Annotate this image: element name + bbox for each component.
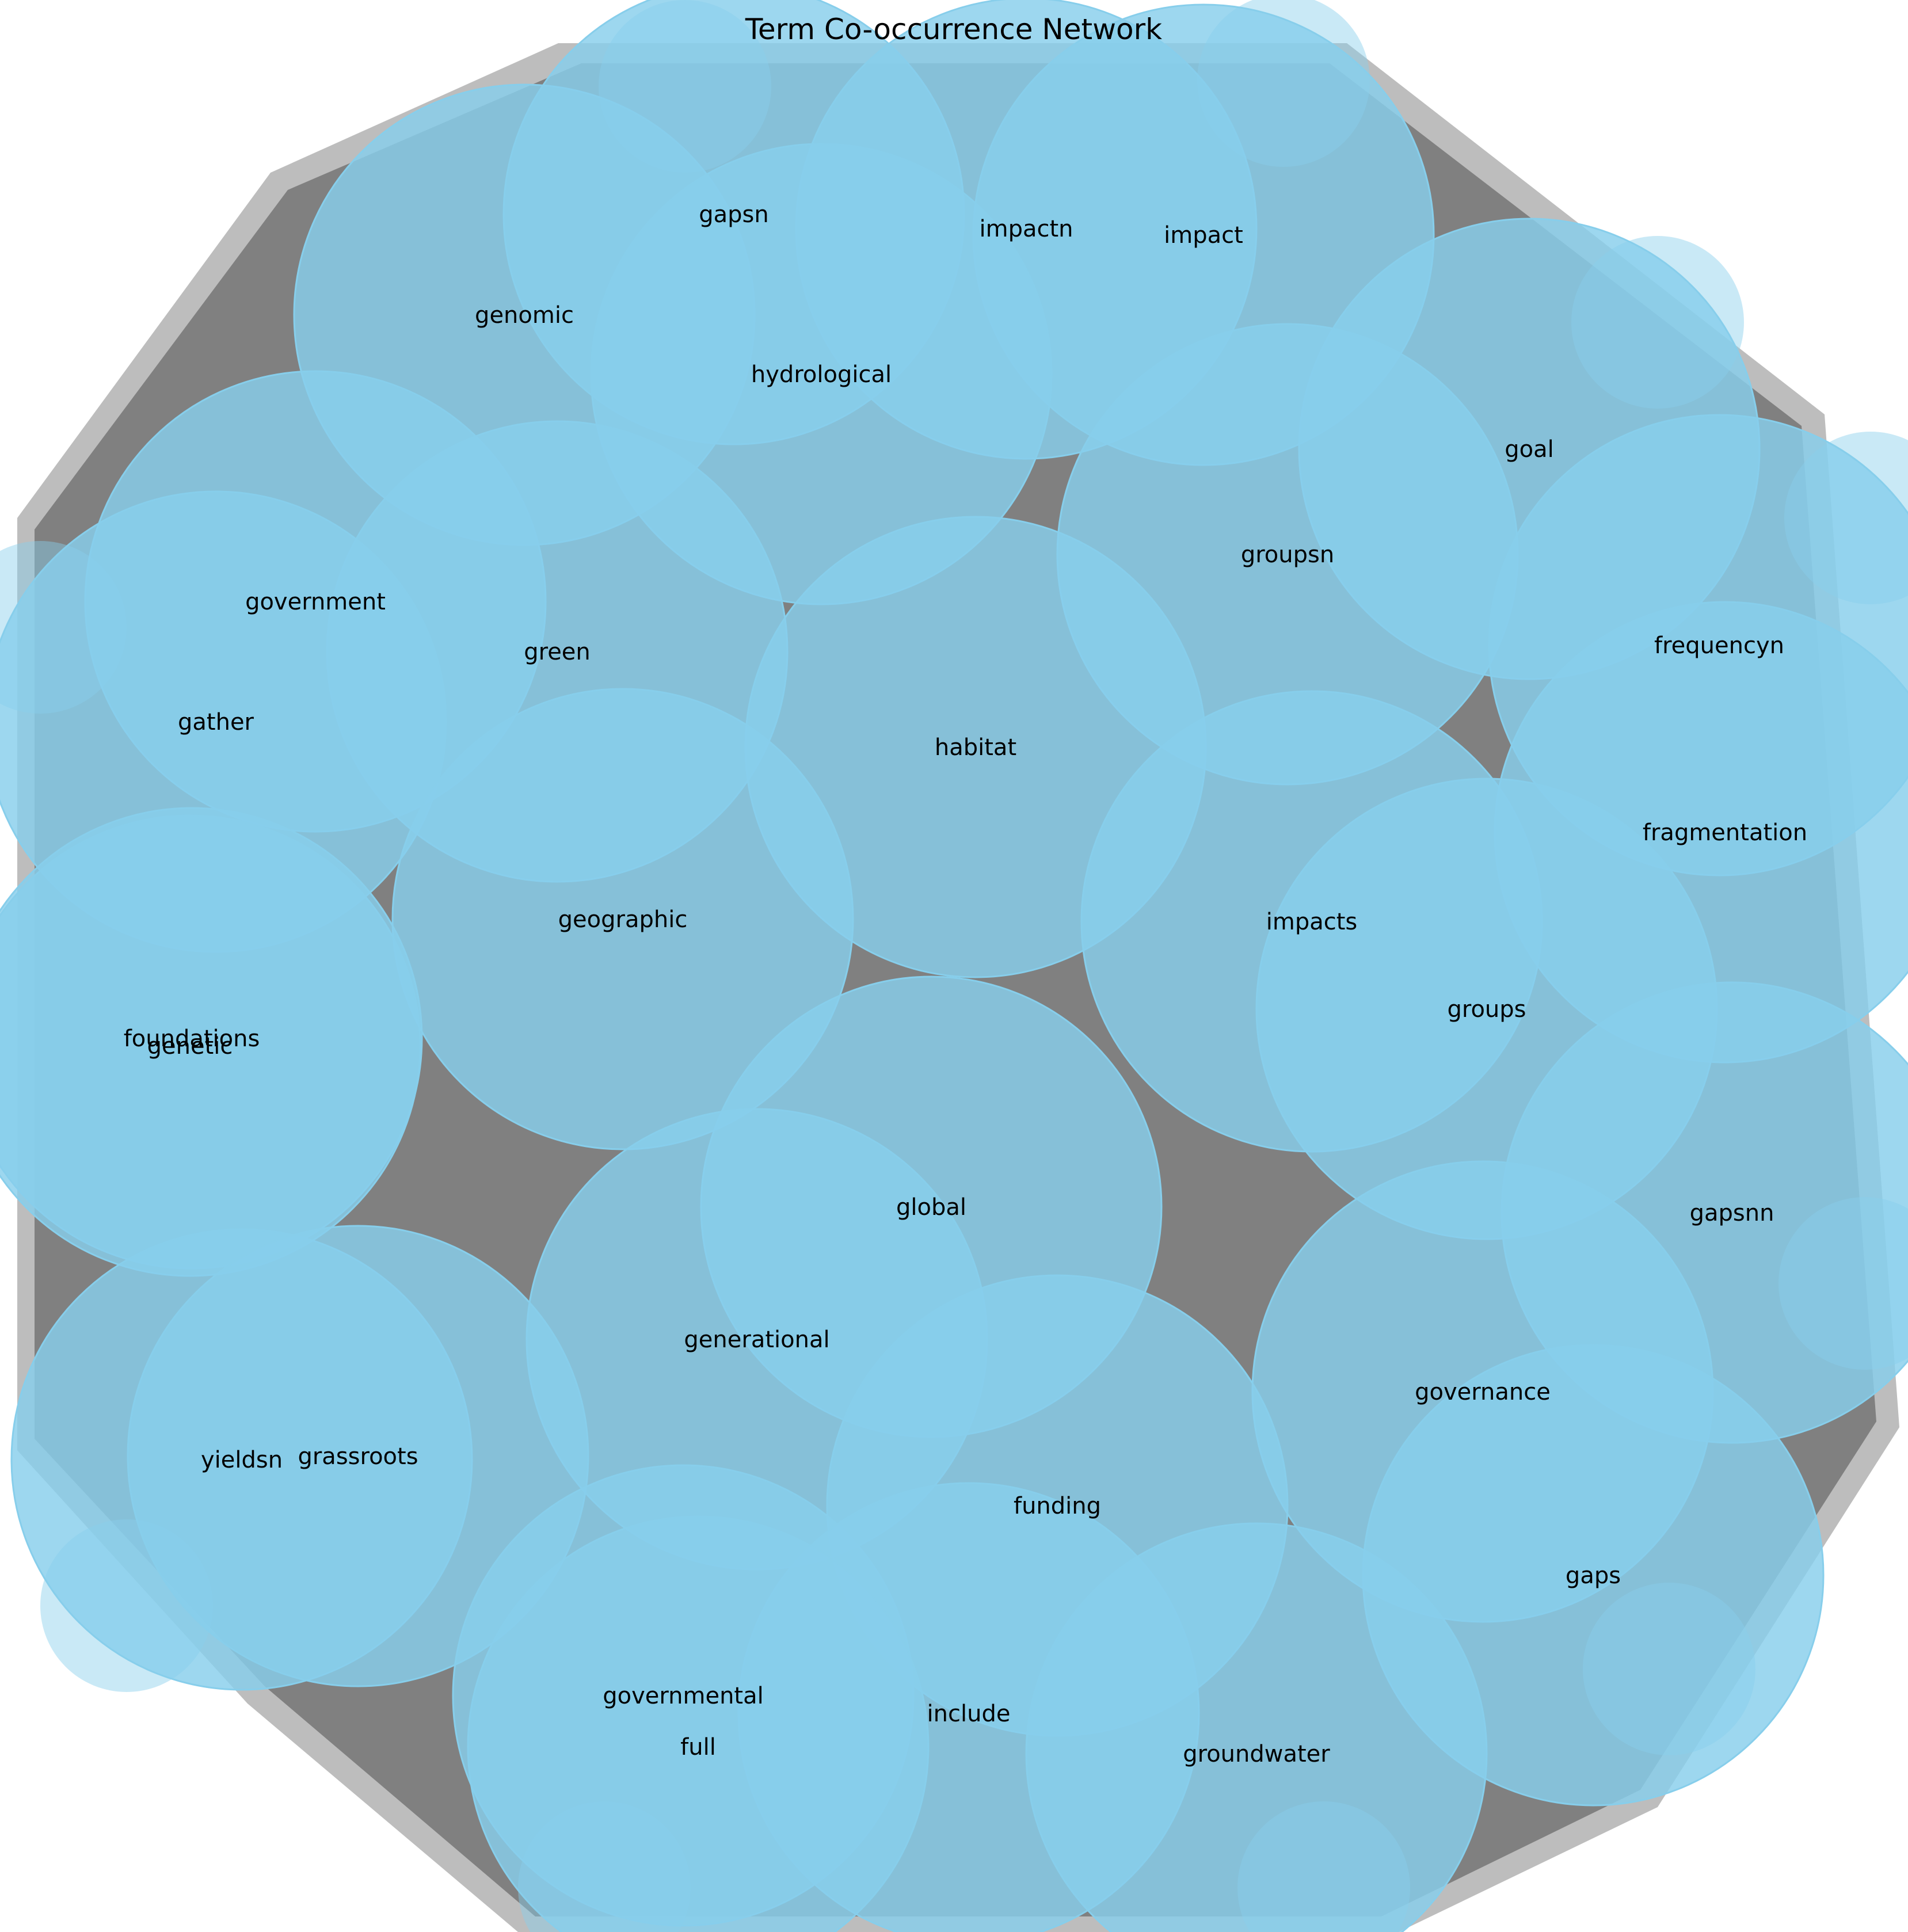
node-label-impactn: impactn bbox=[979, 216, 1073, 242]
node-label-governmental: governmental bbox=[603, 1683, 763, 1709]
node-label-generational: generational bbox=[684, 1327, 829, 1353]
node-label-groups: groups bbox=[1447, 996, 1526, 1023]
node-label-gapsnn: gapsnn bbox=[1690, 1200, 1774, 1226]
node-full bbox=[467, 1515, 930, 1932]
node-label-government: government bbox=[245, 589, 386, 615]
node-label-yieldsn: yieldsn bbox=[201, 1447, 283, 1473]
node-label-governance: governance bbox=[1415, 1379, 1551, 1405]
chart-title: Term Co-occurrence Network bbox=[745, 13, 1162, 46]
node-label-goal: goal bbox=[1505, 436, 1554, 463]
node-grassroots bbox=[127, 1225, 589, 1687]
node-label-groundwater: groundwater bbox=[1183, 1741, 1330, 1767]
node-geographic bbox=[391, 688, 854, 1150]
node-label-impact: impact bbox=[1164, 222, 1243, 249]
node-label-genomic: genomic bbox=[475, 302, 574, 329]
node-label-fragmentation: fragmentation bbox=[1643, 820, 1807, 846]
node-label-gather: gather bbox=[178, 709, 254, 736]
node-label-gaps: gaps bbox=[1566, 1563, 1621, 1589]
node-label-full: full bbox=[680, 1734, 716, 1760]
node-label-green: green bbox=[524, 639, 591, 665]
node-label-genetic: genetic bbox=[147, 1033, 233, 1060]
node-label-foundations: foundations bbox=[124, 1026, 260, 1052]
node-label-hydrological: hydrological bbox=[751, 361, 892, 388]
node-label-groupsn: groupsn bbox=[1241, 542, 1334, 568]
node-groundwater bbox=[1025, 1522, 1488, 1932]
node-label-habitat: habitat bbox=[935, 734, 1016, 761]
node-label-funding: funding bbox=[1014, 1493, 1101, 1519]
node-label-grassroots: grassroots bbox=[298, 1443, 418, 1470]
node-label-global: global bbox=[896, 1194, 966, 1221]
node-label-impacts: impacts bbox=[1266, 909, 1358, 935]
node-label-include: include bbox=[927, 1701, 1011, 1727]
node-label-geographic: geographic bbox=[558, 906, 688, 933]
node-label-frequencyn: frequencyn bbox=[1654, 632, 1784, 659]
label-layer: genomic gapsn impactn impact hydrological goa… bbox=[124, 201, 1807, 1767]
node-label-gapsn: gapsn bbox=[699, 201, 768, 228]
